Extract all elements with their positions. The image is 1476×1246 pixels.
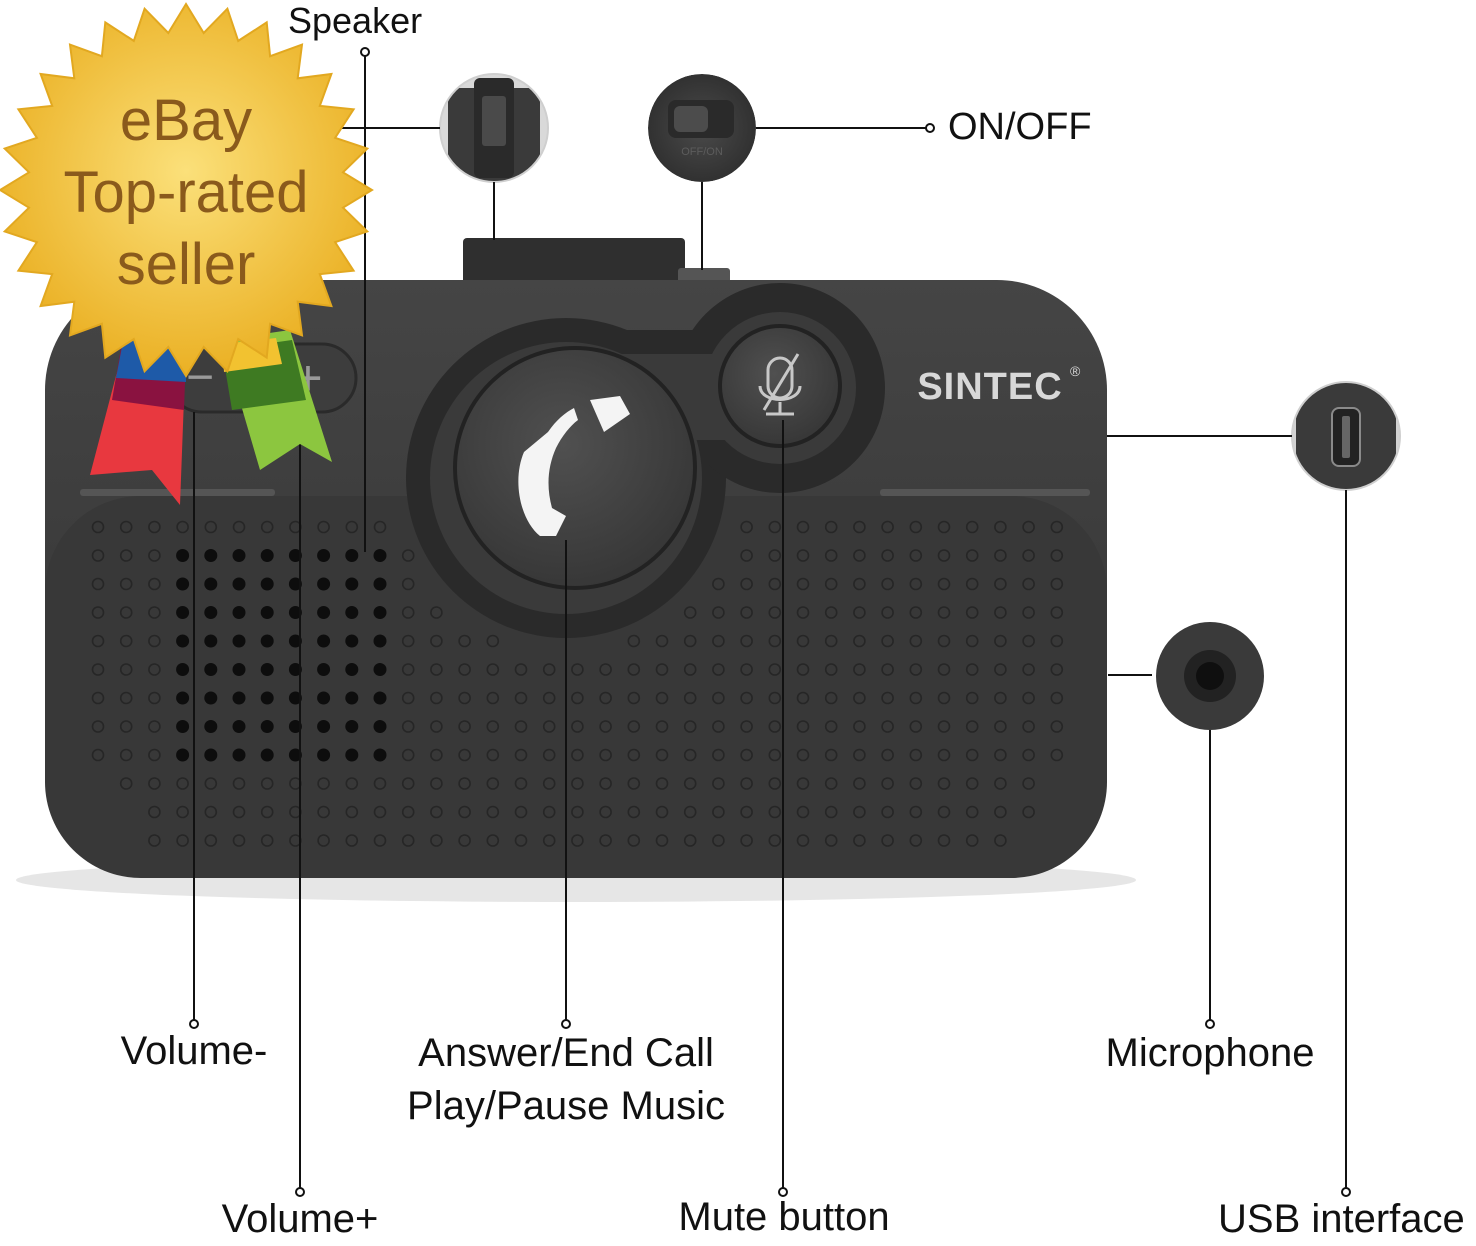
label-usb-interface: USB interface (1218, 1197, 1465, 1241)
mic-mute-icon (758, 353, 802, 416)
label-answer-end-call: Answer/End Call (418, 1031, 714, 1075)
badge-line-2: Top-rated (63, 160, 308, 225)
microphone-thumbnail (1156, 622, 1264, 730)
registered-mark: ® (1070, 363, 1081, 379)
usb-port-thumbnail (1292, 382, 1400, 490)
device-front-panel (45, 496, 1107, 878)
label-speaker: Speaker (288, 0, 423, 41)
brand-logo: SINTEC (917, 366, 1062, 408)
label-microphone: Microphone (1105, 1031, 1315, 1075)
label-volume-minus: Volume- (120, 1029, 268, 1073)
answer-end-call-button[interactable] (453, 346, 697, 590)
label-play-pause-music: Play/Pause Music (407, 1084, 725, 1128)
badge-seal (0, 2, 374, 378)
label-mute-button: Mute button (678, 1195, 890, 1239)
seam-right (880, 489, 1090, 496)
badge-line-3: seller (117, 232, 256, 297)
badge-line-1: eBay (120, 88, 252, 153)
callout-dots (189, 47, 1351, 1197)
on-off-switch-thumbnail: OFF/ON (648, 74, 756, 182)
phone-icon (518, 396, 630, 536)
speaker-grille (91, 520, 1064, 847)
speaker-thumbnail (440, 74, 548, 182)
label-volume-plus: Volume+ (221, 1197, 379, 1241)
label-on-off: ON/OFF (948, 106, 1092, 148)
svg-text:OFF/ON: OFF/ON (681, 146, 723, 158)
callout-lines (193, 52, 1347, 1192)
